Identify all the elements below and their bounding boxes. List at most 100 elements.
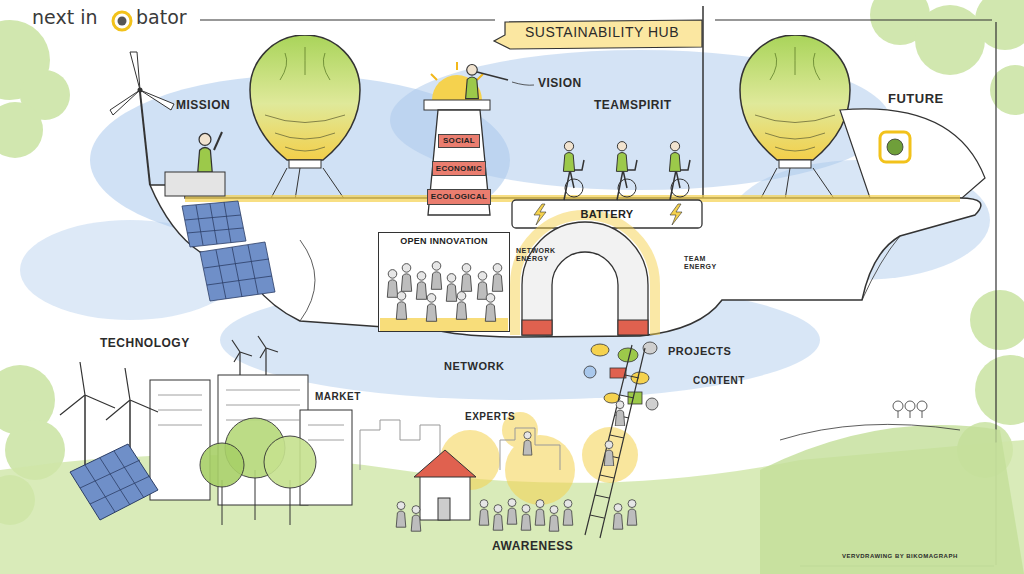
- illustration-circle: [905, 401, 915, 411]
- illustration-rect: [628, 392, 642, 404]
- illustration-path: [840, 109, 985, 198]
- stage-box: OPEN INNOVATION: [378, 232, 510, 332]
- node-text: ECOLOGICAL: [431, 192, 487, 201]
- illustration-polygon: [670, 204, 682, 225]
- illustration-rect: [165, 172, 225, 196]
- illustration-circle: [646, 398, 658, 410]
- illustration-use: [456, 292, 466, 320]
- illustration-rect: [618, 320, 648, 335]
- illustration-polygon: [200, 242, 275, 301]
- credit-note: VERVDRAWING BY BIKOMAGRAPH: [842, 553, 958, 560]
- energy-label: TEAM ENERGY: [684, 255, 724, 270]
- illustration-use: [492, 264, 502, 292]
- node-text: ECONOMIC: [436, 164, 482, 173]
- section-label: MISSION: [176, 99, 230, 112]
- illustration-path: [80, 451, 150, 512]
- lighthouse-band: SOCIAL: [438, 134, 480, 148]
- illustration-line: [214, 132, 222, 150]
- illustration-use: [198, 133, 212, 171]
- section-label: FUTURE: [888, 92, 944, 106]
- illustration-rect: [880, 132, 910, 162]
- illustration-use: [411, 506, 421, 532]
- illustration-use: [431, 262, 441, 290]
- illustration-use: [485, 294, 495, 322]
- illustration-use: [669, 142, 680, 172]
- illustration-polygon: [534, 204, 546, 225]
- illustration-use: [479, 500, 489, 526]
- illustration-path: [522, 222, 648, 335]
- banner-title: SUSTAINABILITY HUB: [525, 25, 679, 40]
- illustration-use: [521, 505, 531, 531]
- illustration-use: [250, 35, 360, 168]
- illustration-use: [563, 500, 573, 526]
- illustration-circle: [970, 290, 1024, 350]
- illustration-circle: [113, 12, 131, 30]
- illustration-use: [416, 272, 426, 300]
- illustration-circle: [990, 65, 1024, 115]
- illustration-path: [428, 110, 490, 215]
- illustration-rect: [512, 200, 702, 228]
- illustration-rect: [420, 475, 470, 520]
- illustration-circle: [887, 139, 903, 155]
- illustration-path: [185, 202, 243, 245]
- illustration-circle: [200, 443, 244, 487]
- illustration-line: [477, 72, 508, 80]
- section-label: NETWORK: [444, 360, 504, 372]
- illustration-use: [535, 500, 545, 526]
- illustration-use: [493, 505, 503, 531]
- battery-box: BATTERY: [512, 200, 702, 228]
- illustration-g: [563, 142, 584, 200]
- node-text: OPEN INNOVATION: [398, 236, 490, 246]
- illustration-path: [590, 375, 639, 518]
- illustration-rect: [424, 100, 490, 110]
- illustration-ellipse: [643, 342, 657, 354]
- illustration-use: [549, 506, 559, 532]
- illustration-path: [585, 345, 645, 538]
- illustration-use: [477, 272, 487, 300]
- illustration-path: [512, 82, 534, 85]
- illustration-path: [760, 425, 1024, 574]
- illustration-use: [604, 441, 613, 466]
- illustration-circle: [264, 436, 316, 488]
- illustration-g: [232, 336, 278, 375]
- section-label: TECHNOLOGY: [100, 337, 190, 350]
- illustration-rect: [378, 232, 510, 332]
- illustration-path: [494, 20, 702, 49]
- illustration-path: [150, 185, 981, 337]
- illustration-use: [563, 142, 574, 172]
- illustration-circle: [915, 5, 985, 75]
- illustration-use: [740, 35, 850, 168]
- illustration-g: [893, 401, 927, 411]
- illustration-g: [584, 342, 658, 410]
- illustration-ellipse: [591, 344, 609, 356]
- illustration-path: [232, 336, 278, 362]
- illustration-use: [396, 502, 406, 528]
- section-label: TEAMSPIRIT: [594, 99, 672, 112]
- illustration-use: [615, 401, 624, 426]
- illustration-polygon: [182, 201, 246, 247]
- illustration-path: [110, 52, 174, 115]
- illustration-use: [616, 142, 627, 172]
- illustration-g: [669, 142, 690, 200]
- illustration-use: [401, 264, 411, 292]
- illustration-use: [627, 500, 637, 526]
- node-text: SOCIAL: [443, 136, 475, 145]
- section-label: CONTENT: [693, 375, 745, 386]
- section-label: AWARENESS: [492, 540, 573, 553]
- illustration-circle: [917, 401, 927, 411]
- lighthouse-band: ECONOMIC: [432, 161, 486, 176]
- illustration-path: [204, 245, 272, 299]
- illustration-circle: [0, 102, 43, 158]
- illustration-circle: [893, 401, 903, 411]
- illustration-polygon: [70, 444, 158, 520]
- illustration-circle: [138, 88, 143, 93]
- illustration-use: [396, 292, 406, 320]
- illustration-path: [240, 348, 266, 375]
- illustration-use: [466, 65, 479, 99]
- illustration-g: [200, 418, 316, 525]
- illustration-ellipse: [631, 372, 649, 384]
- illustration-g: [182, 201, 275, 301]
- section-label: PROJECTS: [668, 345, 731, 357]
- illustration-use: [426, 294, 436, 322]
